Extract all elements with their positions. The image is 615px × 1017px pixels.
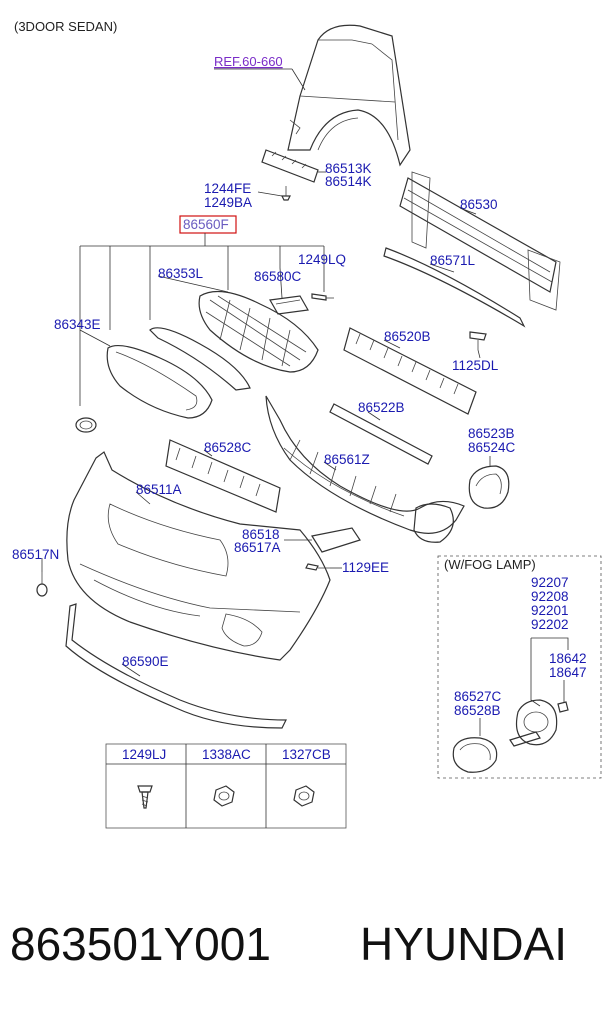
lip-86590e-drawing	[65, 603, 287, 729]
fog-code-1: 92207	[531, 575, 569, 590]
callout-86524c: 86524C	[468, 440, 516, 455]
screw-1249lj-icon	[137, 785, 153, 809]
table-header-1338ac: 1338AC	[202, 747, 251, 762]
absorber-86520b-drawing	[343, 327, 477, 415]
fog-code-3: 92201	[531, 603, 569, 618]
bracket-86580c-drawing	[269, 295, 309, 315]
fastener-table	[105, 743, 347, 829]
strip-86522b-drawing	[329, 403, 433, 465]
callout-86520b: 86520B	[384, 329, 431, 344]
callout-86523b: 86523B	[468, 426, 515, 441]
assembly-leader-lines	[79, 233, 325, 406]
table-header-1327cb: 1327CB	[282, 747, 331, 762]
footer-part-number: 863501Y001	[10, 918, 271, 970]
callout-86590e: 86590E	[122, 654, 169, 669]
callout-86522b: 86522B	[358, 400, 405, 415]
callout-86580c: 86580C	[254, 269, 302, 284]
callout-86353l: 86353L	[158, 266, 204, 281]
fog-bezel-drawing	[452, 737, 498, 773]
strip-86571l-drawing	[383, 247, 526, 328]
fender-drawing	[287, 24, 411, 167]
callout-86517n: 86517N	[12, 547, 59, 562]
callout-86560f: 86560F	[183, 217, 229, 232]
callout-86518: 86518	[242, 527, 280, 542]
bracket-86513k-drawing	[261, 149, 319, 183]
bolt-1125dl-drawing	[469, 331, 487, 350]
bracket-86528c-drawing	[165, 439, 281, 513]
callout-86530: 86530	[460, 197, 498, 212]
callout-1129ee: 1129EE	[342, 560, 389, 575]
fog-lamp-drawing	[509, 699, 569, 747]
callout-1125dl: 1125DL	[452, 358, 499, 373]
callout-86561z: 86561Z	[324, 452, 370, 467]
reinforcement-86530-drawing	[399, 171, 561, 311]
nut-1327cb-icon	[293, 785, 315, 807]
variant-label: (3DOOR SEDAN)	[14, 19, 117, 34]
footer-brand: HYUNDAI	[360, 918, 567, 970]
screw-1244fe-drawing	[281, 186, 291, 201]
callout-86343e: 86343E	[54, 317, 101, 332]
callout-86511a: 86511A	[136, 482, 182, 497]
callout-86514k: 86514K	[325, 174, 372, 189]
grille-86353l-drawing	[198, 290, 319, 373]
callout-86527c: 86527C	[454, 689, 502, 704]
callout-1244fe: 1244FE	[204, 181, 251, 196]
clip-86517n-drawing	[36, 572, 48, 597]
ref-link[interactable]: REF.60-660	[214, 54, 283, 69]
grille-86561z-drawing	[265, 395, 465, 543]
fog-code-2: 92208	[531, 589, 569, 604]
callout-86528c: 86528C	[204, 440, 252, 455]
screw-1129ee-drawing	[305, 563, 330, 571]
callout-86513k: 86513K	[325, 161, 372, 176]
callout-86517a: 86517A	[234, 540, 281, 555]
callout-1249ba: 1249BA	[204, 195, 252, 210]
callout-1249lq: 1249LQ	[298, 252, 346, 267]
callout-86528b: 86528B	[454, 703, 501, 718]
nut-1338ac-icon	[213, 785, 235, 807]
bracket-86518-drawing	[311, 527, 361, 553]
emblem-drawing	[75, 417, 97, 433]
fog-lamp-title: (W/FOG LAMP)	[444, 557, 536, 572]
callout-18647: 18647	[549, 665, 587, 680]
garnish-86523b-drawing	[468, 465, 510, 509]
bolt-1249lq-drawing	[311, 293, 334, 301]
callout-18642: 18642	[549, 651, 587, 666]
table-header-1249lj: 1249LJ	[122, 747, 166, 762]
callout-86571l: 86571L	[430, 253, 476, 268]
molding-86343e-drawing	[106, 327, 251, 419]
fog-code-4: 92202	[531, 617, 569, 632]
highlight-box-86560f	[179, 215, 237, 234]
bumper-cover-86511a-drawing	[66, 451, 331, 661]
